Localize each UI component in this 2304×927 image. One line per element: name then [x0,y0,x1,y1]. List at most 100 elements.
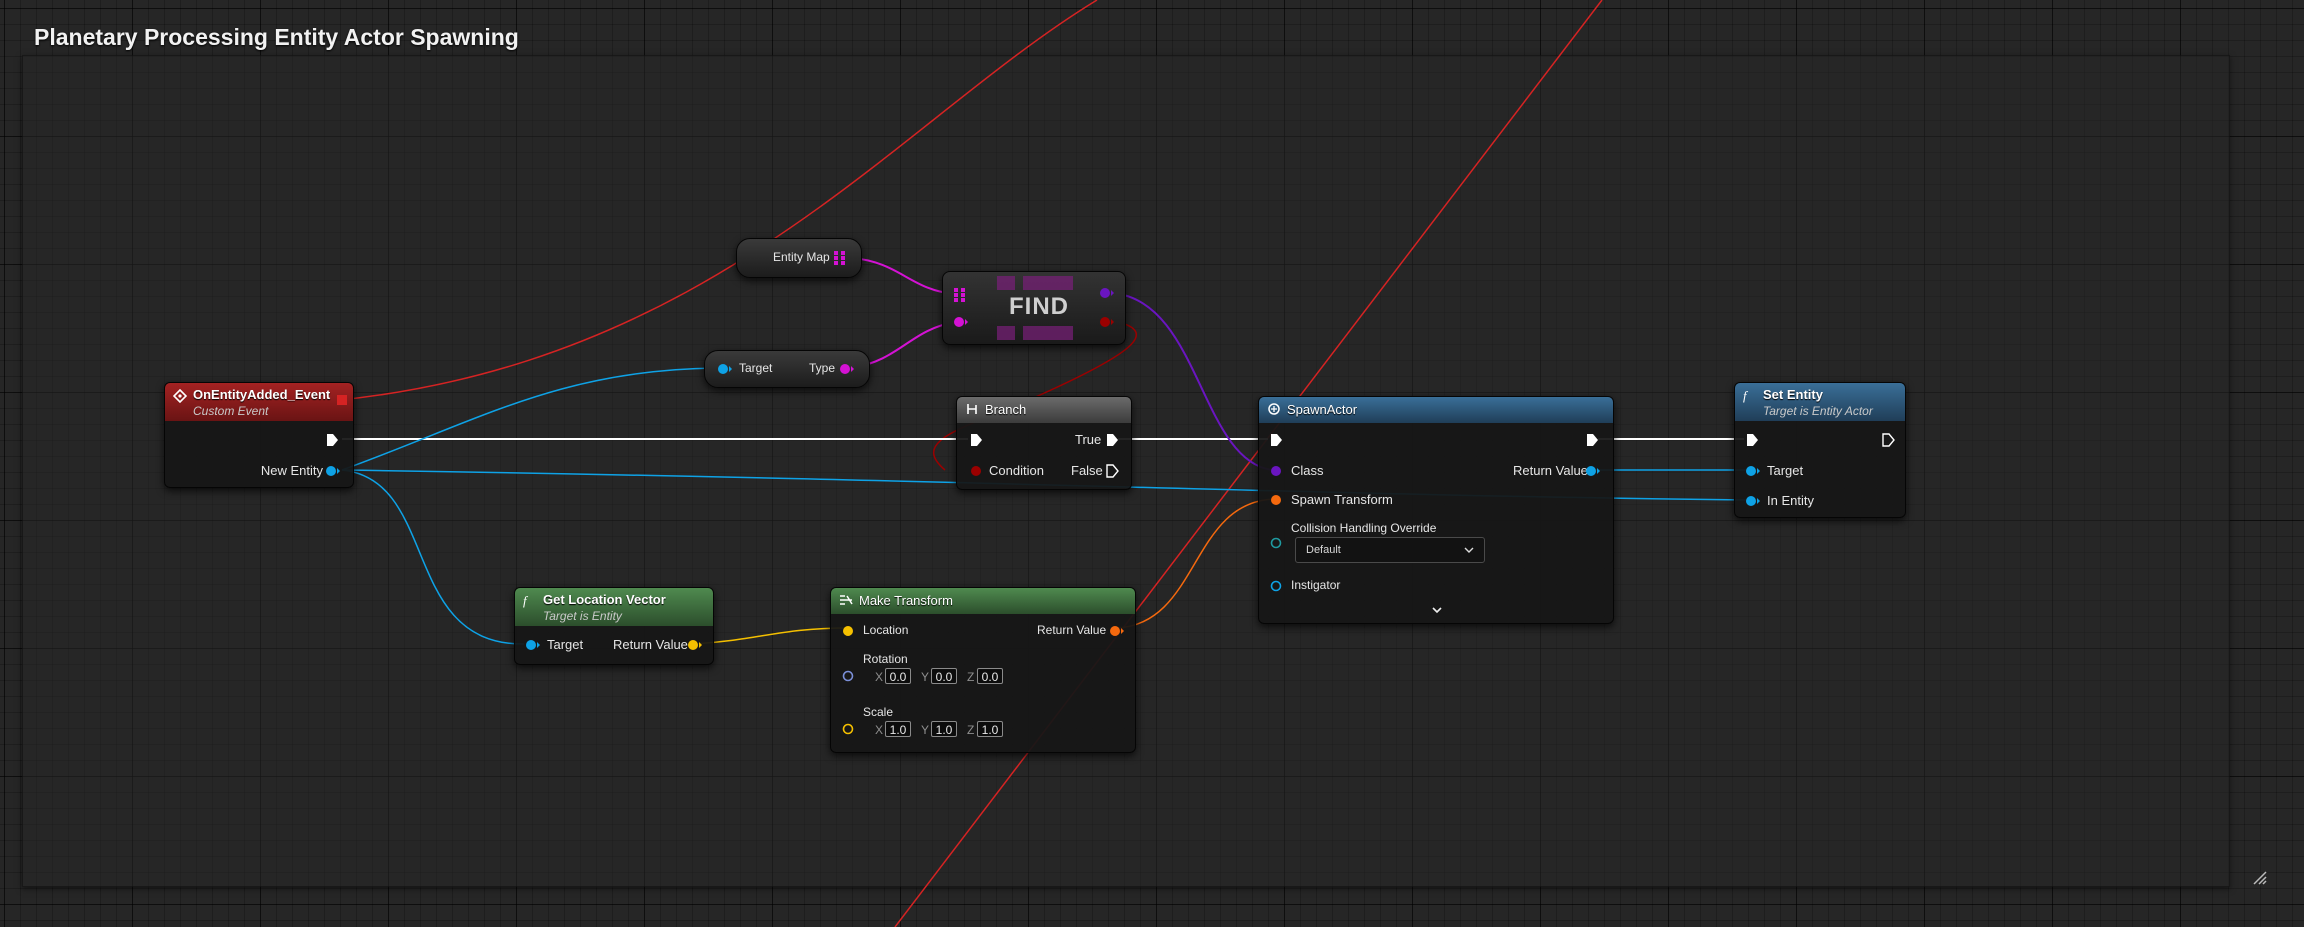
collision-dropdown[interactable]: Default [1295,537,1485,563]
branch-icon [967,404,977,414]
event-exec-out-pin[interactable] [325,433,339,447]
target-type-target-pin[interactable] [717,362,733,376]
spawn-return-label: Return Value [1513,463,1588,478]
rotation-x-axis: X [875,670,884,684]
branch-condition-pin[interactable] [969,464,983,478]
spawn-actor-title: SpawnActor [1287,402,1358,417]
event-diamond-icon [173,389,187,403]
expand-chevron-icon[interactable] [1431,606,1443,615]
function-icon: f [523,593,527,608]
find-node[interactable]: FIND [942,271,1126,345]
get-location-subtitle: Target is Entity [543,609,622,623]
wire-vector [693,627,849,645]
rotation-z-input[interactable]: 0.0 [977,668,1003,684]
make-transform-title: Make Transform [859,593,953,608]
event-node[interactable]: OnEntityAdded_Event Custom Event New Ent… [164,382,354,488]
target-type-node[interactable]: Target Type [704,350,870,388]
spawn-actor-icon [1268,403,1280,415]
rotation-y-axis: Y [921,670,930,684]
make-transform-header[interactable]: Make Transform [831,588,1135,614]
wire-bool [932,319,1138,471]
get-location-title: Get Location Vector [543,592,666,607]
entity-map-label: Entity Map [773,250,830,264]
comment-title[interactable]: Planetary Processing Entity Actor Spawni… [34,24,519,50]
event-new-entity-label: New Entity [260,463,323,478]
make-transform-rotation-label: Rotation [863,652,908,666]
entity-map-out-pin[interactable] [833,249,849,267]
wire-red-1 [339,0,1098,401]
event-node-subtitle: Custom Event [193,404,269,418]
rotation-z-axis: Z [967,670,975,684]
scale-z-input[interactable]: 1.0 [977,721,1003,737]
scale-x-axis: X [875,723,884,737]
make-transform-return-pin[interactable] [1109,624,1125,638]
spawn-instigator-label: Instigator [1291,578,1341,592]
make-transform-rotation-pin[interactable] [841,669,855,683]
spawn-instigator-pin[interactable] [1269,579,1283,593]
resize-handle-icon[interactable] [2252,870,2268,886]
branch-node[interactable]: Branch True Condition False [956,396,1132,490]
make-transform-location-pin[interactable] [841,624,855,638]
find-bool-out-pin[interactable] [1099,315,1115,329]
spawn-transform-pin[interactable] [1269,493,1283,507]
branch-true-label: True [1075,432,1102,447]
find-value-out-pin[interactable] [1099,286,1115,300]
event-node-header[interactable]: OnEntityAdded_Event Custom Event [165,383,353,421]
delegate-pin-icon[interactable] [337,395,347,405]
branch-true-pin[interactable] [1105,433,1119,447]
make-transform-node[interactable]: Make Transform Location Return Value Rot… [830,587,1136,753]
get-location-node[interactable]: f Get Location Vector Target is Entity T… [514,587,714,665]
find-key-in-pin[interactable] [953,315,969,329]
wire-map-1 [851,257,956,295]
branch-condition-label: Condition [989,463,1044,478]
get-location-target-pin[interactable] [525,638,541,652]
rotation-x-input[interactable]: 0.0 [885,668,911,684]
collision-dropdown-value: Default [1306,544,1341,556]
spawn-class-label: Class [1291,463,1324,478]
get-location-target-label: Target [547,637,584,652]
set-entity-node[interactable]: f Set Entity Target is Entity Actor Targ… [1734,382,1906,518]
set-entity-exec-in-pin[interactable] [1745,433,1759,447]
spawn-collision-pin[interactable] [1269,536,1283,550]
get-location-return-pin[interactable] [687,638,703,652]
wire-entity-getloc [341,469,525,645]
set-entity-exec-out-pin[interactable] [1881,433,1895,447]
event-new-entity-pin[interactable] [325,464,341,478]
set-entity-in-entity-pin[interactable] [1745,494,1761,508]
rotation-y-input[interactable]: 0.0 [931,668,957,684]
spawn-exec-in-pin[interactable] [1269,433,1283,447]
find-map-watermark-icon [997,276,1073,340]
branch-false-pin[interactable] [1105,464,1119,478]
branch-false-label: False [1071,463,1103,478]
scale-y-axis: Y [921,723,930,737]
set-entity-target-label: Target [1767,463,1804,478]
make-struct-icon [840,595,853,605]
wire-red-2 [894,0,1603,927]
branch-exec-in-pin[interactable] [969,433,983,447]
set-entity-in-entity-label: In Entity [1767,493,1814,508]
branch-node-title: Branch [985,402,1027,417]
make-transform-scale-pin[interactable] [841,722,855,736]
branch-node-header[interactable]: Branch [957,397,1131,423]
spawn-return-pin[interactable] [1585,464,1601,478]
get-location-return-label: Return Value [613,637,688,652]
find-map-in-pin[interactable] [953,286,969,304]
set-entity-title: Set Entity [1763,387,1823,402]
spawn-class-pin[interactable] [1269,464,1283,478]
set-entity-subtitle: Target is Entity Actor [1763,404,1873,418]
scale-z-axis: Z [967,723,975,737]
spawn-actor-node[interactable]: SpawnActor Class Return Value Spawn Tran… [1258,396,1614,624]
get-location-header[interactable]: f Get Location Vector Target is Entity [515,588,713,626]
entity-map-node[interactable]: Entity Map [736,238,862,278]
function-icon: f [1743,388,1747,403]
spawn-actor-header[interactable]: SpawnActor [1259,397,1613,423]
spawn-exec-out-pin[interactable] [1585,433,1599,447]
scale-x-input[interactable]: 1.0 [885,721,911,737]
find-node-title: FIND [1009,293,1069,320]
set-entity-header[interactable]: f Set Entity Target is Entity Actor [1735,383,1905,421]
spawn-transform-label: Spawn Transform [1291,492,1393,507]
target-type-type-pin[interactable] [839,362,855,376]
wire-transform [1115,498,1277,629]
set-entity-target-pin[interactable] [1745,464,1761,478]
scale-y-input[interactable]: 1.0 [931,721,957,737]
